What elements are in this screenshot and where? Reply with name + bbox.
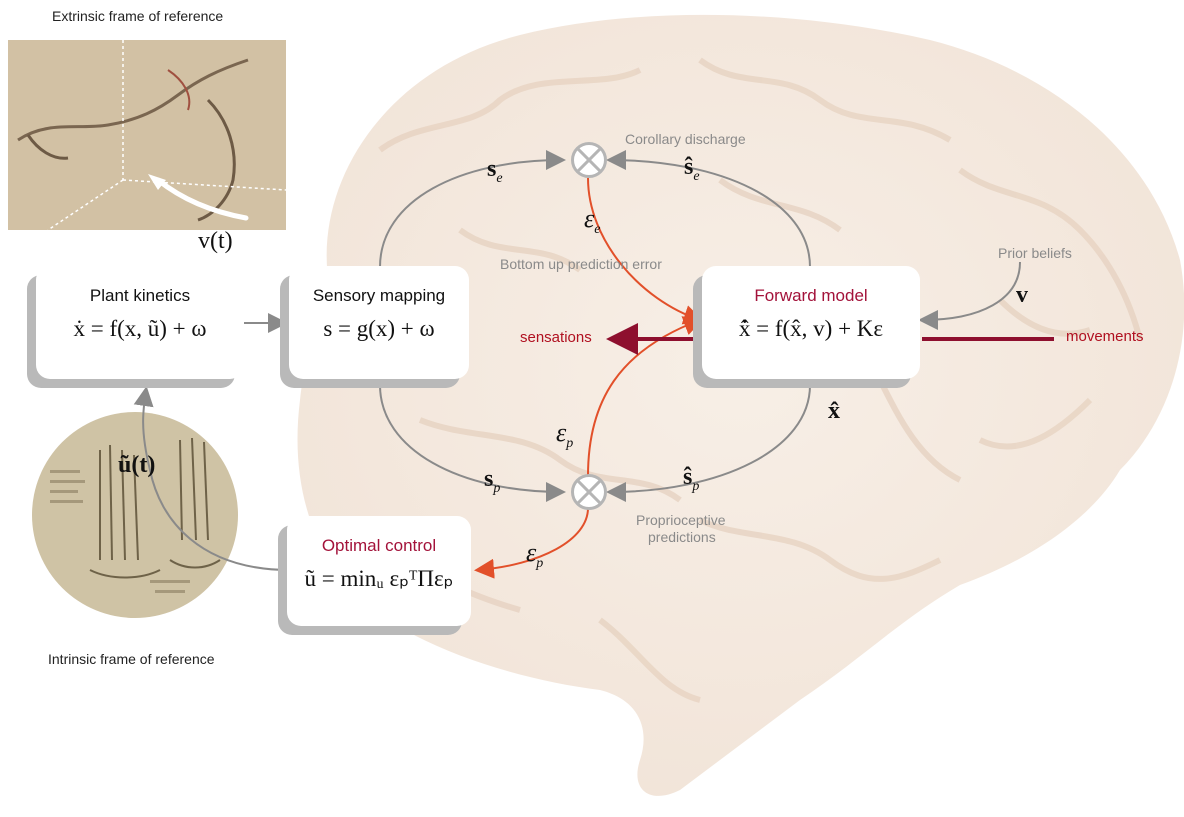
optimal-to-plant-arrow bbox=[143, 390, 290, 570]
v-symbol: v bbox=[1016, 282, 1028, 309]
s-p-hat-sub: p bbox=[692, 479, 699, 494]
forward-model-equation: x̂̇ = f(x̂, v) + Kε bbox=[702, 316, 920, 342]
bottom-error-up-arrow bbox=[588, 320, 700, 476]
sensory-to-top-comparator-arrow bbox=[380, 160, 562, 267]
eps-p-mid-base: ε bbox=[556, 418, 566, 447]
eps-e-base: ε bbox=[584, 204, 594, 233]
forward-to-bottom-comparator-arrow bbox=[610, 385, 810, 492]
eps-p-mid-sub: p bbox=[566, 436, 573, 451]
eps-e-sub: e bbox=[594, 222, 600, 237]
forward-model-box: Forward model x̂̇ = f(x̂, v) + Kε bbox=[702, 266, 920, 379]
bottom-comparator bbox=[571, 474, 607, 510]
x-hat-symbol: x̂ bbox=[828, 398, 840, 425]
prior-beliefs-label: Prior beliefs bbox=[998, 245, 1072, 261]
proprioceptive-label: Proprioceptive bbox=[636, 512, 726, 528]
s-p-symbol: sp bbox=[484, 466, 500, 497]
eps-p-low-symbol: εp bbox=[526, 538, 543, 572]
plant-kinetics-title: Plant kinetics bbox=[36, 286, 244, 306]
extrinsic-caption: Extrinsic frame of reference bbox=[52, 8, 223, 24]
sensations-label: sensations bbox=[520, 329, 592, 346]
optimal-control-equation: ũ = minᵤ εₚᵀΠεₚ bbox=[287, 566, 471, 592]
u-t-label: ũ(t) bbox=[118, 452, 155, 479]
sensory-mapping-title: Sensory mapping bbox=[289, 286, 469, 306]
sensory-mapping-equation: s = g(x) + ω bbox=[289, 316, 469, 342]
eps-e-symbol: εe bbox=[584, 204, 600, 238]
s-p-hat-symbol: ŝp bbox=[683, 464, 699, 495]
prior-beliefs-arrow bbox=[922, 262, 1020, 320]
top-error-arrow bbox=[588, 178, 700, 320]
s-e-sub: e bbox=[496, 171, 502, 186]
plant-kinetics-box: Plant kinetics ẋ = f(x, ũ) + ω bbox=[36, 266, 244, 379]
s-p-hat-base: ŝ bbox=[683, 464, 692, 490]
corollary-discharge-label: Corollary discharge bbox=[625, 131, 746, 147]
forward-to-top-comparator-arrow bbox=[610, 160, 810, 267]
eps-p-low-base: ε bbox=[526, 538, 536, 567]
s-e-hat-symbol: ŝe bbox=[684, 154, 700, 185]
sensory-mapping-box: Sensory mapping s = g(x) + ω bbox=[289, 266, 469, 379]
s-e-symbol: se bbox=[487, 156, 503, 187]
s-p-base: s bbox=[484, 466, 493, 492]
s-e-base: s bbox=[487, 156, 496, 182]
bottom-up-label: Bottom up prediction error bbox=[500, 256, 662, 272]
plant-kinetics-equation: ẋ = f(x, ũ) + ω bbox=[36, 316, 244, 342]
s-e-hat-base: ŝ bbox=[684, 154, 693, 180]
movements-label: movements bbox=[1066, 328, 1144, 345]
predictions-label: predictions bbox=[648, 529, 716, 545]
top-comparator bbox=[571, 142, 607, 178]
eps-p-mid-symbol: εp bbox=[556, 418, 573, 452]
optimal-control-title: Optimal control bbox=[287, 536, 471, 556]
eps-p-low-sub: p bbox=[536, 556, 543, 571]
sensory-to-bottom-comparator-arrow bbox=[380, 385, 562, 492]
optimal-control-box: Optimal control ũ = minᵤ εₚᵀΠεₚ bbox=[287, 516, 471, 626]
v-t-label: v(t) bbox=[198, 228, 233, 255]
intrinsic-caption: Intrinsic frame of reference bbox=[48, 651, 215, 667]
s-e-hat-sub: e bbox=[693, 169, 699, 184]
s-p-sub: p bbox=[493, 481, 500, 496]
forward-model-title: Forward model bbox=[702, 286, 920, 306]
